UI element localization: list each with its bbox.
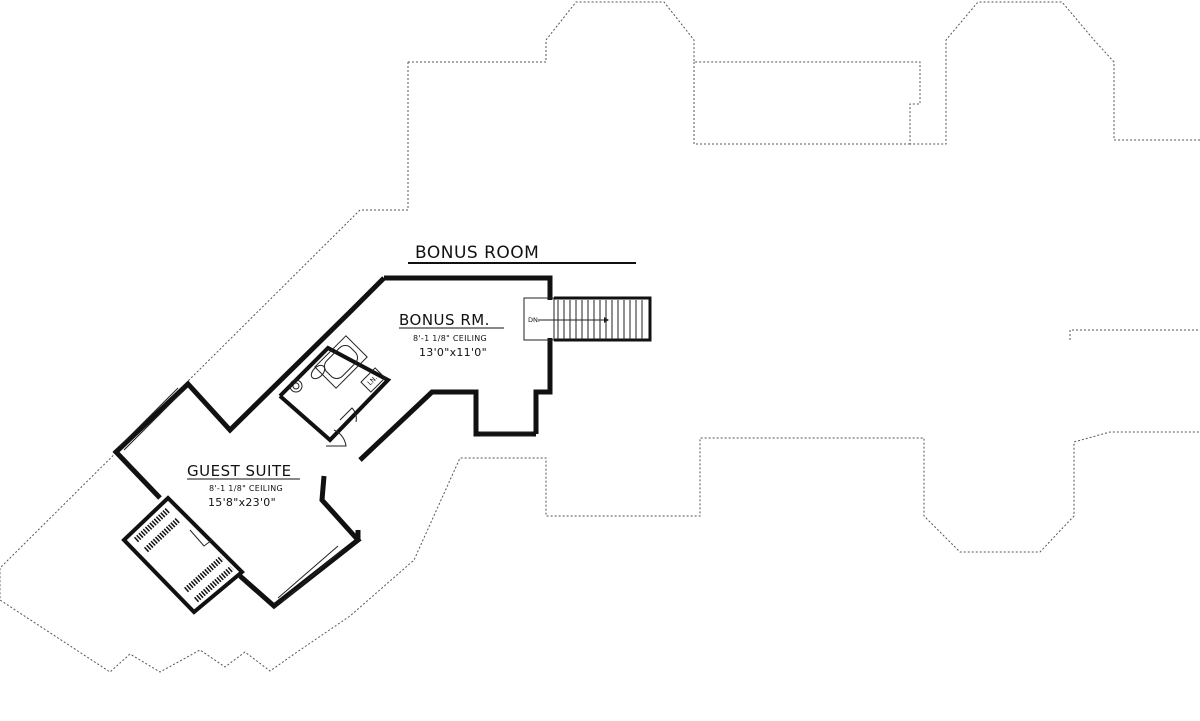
linen-closet <box>360 367 386 393</box>
sink <box>289 379 303 393</box>
closet-door <box>189 529 213 547</box>
exterior-walls <box>112 275 553 610</box>
staircase: DN. <box>523 296 652 342</box>
bath-door-swing <box>339 407 357 423</box>
windows <box>119 387 532 603</box>
room-name: GUEST SUITE <box>187 462 292 480</box>
room-size: 15'8"x23'0" <box>208 496 276 509</box>
bonus-room-heading: BONUS ROOM <box>408 243 636 264</box>
room-ceiling: 8'-1 1/8" CEILING <box>209 484 283 493</box>
room-ceiling: 8'-1 1/8" CEILING <box>413 334 487 343</box>
room-size: 13'0"x11'0" <box>419 346 487 359</box>
closet <box>121 495 245 615</box>
bathtub <box>314 335 368 389</box>
room-guest-suite: GUEST SUITE 8'-1 1/8" CEILING 15'8"x23'0… <box>187 462 300 509</box>
section-title: BONUS ROOM <box>415 243 539 263</box>
bathroom: LN. <box>278 335 392 447</box>
toilet <box>310 364 326 380</box>
room-name: BONUS RM. <box>399 311 490 329</box>
roof-outline <box>0 1 1200 673</box>
suite-door-swing <box>326 429 347 447</box>
room-bonus: BONUS RM. 8'-1 1/8" CEILING 13'0"x11'0" <box>399 311 504 359</box>
stair-label: DN. <box>528 316 540 324</box>
